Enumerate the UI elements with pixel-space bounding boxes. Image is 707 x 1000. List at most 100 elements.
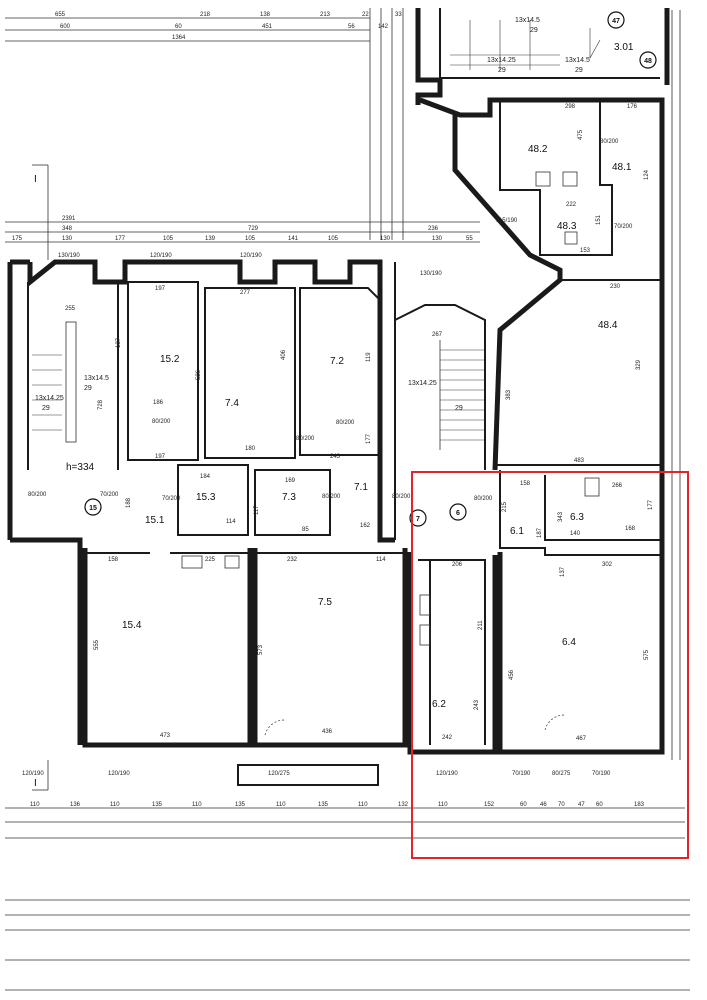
- bottom-dim-3: 110: [110, 802, 120, 808]
- dim-176: 176: [627, 104, 638, 110]
- stair-upper-1: 13x14.5: [515, 17, 540, 24]
- bottom-dimension-lines: 110 136 110 135 110 135 110 135 110 132 …: [5, 802, 690, 991]
- dim-186: 186: [153, 400, 164, 406]
- window-bottom-4: 120/190: [436, 771, 458, 777]
- dim-267: 267: [432, 332, 443, 338]
- bottom-dim-15: 70: [558, 802, 565, 808]
- dim-124: 177: [366, 433, 372, 444]
- bottom-dim-9: 110: [358, 802, 368, 808]
- dim-456: 456: [509, 669, 515, 680]
- door-6: 80/200: [474, 496, 493, 502]
- top-dim-10: 56: [348, 24, 355, 30]
- room-15-2-label: 15.2: [160, 354, 180, 365]
- dim-475: 124: [644, 169, 650, 180]
- bottom-dim-17: 60: [596, 802, 603, 808]
- bottom-dim-13: 60: [520, 802, 527, 808]
- room-6-3-label: 6.3: [570, 512, 584, 523]
- dim-168: 168: [625, 526, 636, 532]
- door-7-2: 80/200: [336, 420, 355, 426]
- dim-85: 85: [302, 527, 309, 533]
- room-7-4-label: 7.4: [225, 398, 239, 409]
- dim-467: 467: [576, 736, 587, 742]
- room-15-1-label: 15.1: [145, 515, 165, 526]
- mid-dim-2: 348: [62, 226, 73, 232]
- lower-block: 15.4 7.5 6.2 6.4 6.1 6.3 206 242 302 467…: [22, 470, 665, 786]
- dim-225: 225: [205, 557, 216, 563]
- room-15-4-label: 15.4: [122, 620, 142, 631]
- bottom-dim-5: 110: [192, 802, 202, 808]
- stair-left-1: 13x14.25: [35, 395, 64, 402]
- dim-277: 277: [240, 290, 251, 296]
- bottom-dim-18: 183: [634, 802, 645, 808]
- stair-upper-3: 13x14.25: [487, 57, 516, 64]
- right-edge-lines: [671, 10, 681, 760]
- badge-47: [607, 11, 625, 29]
- dim-215: 151: [596, 214, 602, 225]
- mid-dim-3: 729: [248, 226, 259, 232]
- door-48-1: 80/200: [600, 139, 619, 145]
- top-dim-12: 1364: [172, 35, 186, 41]
- stair-left-2: 29: [42, 405, 50, 412]
- badge-6-text: 6: [456, 510, 460, 517]
- dim-266: 266: [612, 483, 623, 489]
- badge-7: [409, 509, 427, 527]
- badge-48: [639, 51, 657, 69]
- dim-561: 329: [636, 359, 642, 370]
- bottom-dim-7: 110: [276, 802, 286, 808]
- bottom-dim-11: 110: [438, 802, 448, 808]
- room-48-4-label: 48.4: [598, 320, 618, 331]
- row-dim-1: 175: [12, 236, 23, 242]
- top-dim-4: 213: [320, 12, 331, 18]
- dim-211: 211: [478, 620, 484, 630]
- dim-555: 555: [94, 639, 100, 650]
- window-bottom-6: 80/275: [552, 771, 571, 777]
- row-dim-10: 130: [432, 236, 443, 242]
- top-dim-3: 138: [260, 12, 271, 18]
- dim-232: 232: [287, 557, 298, 563]
- badge-7-text: 7: [416, 516, 420, 523]
- stair-upper-5: 13x14.5: [565, 57, 590, 64]
- dim-162: 162: [360, 523, 371, 529]
- dim-473: 473: [160, 733, 171, 739]
- window-bottom-3: 120/275: [268, 771, 290, 777]
- row-dim-2: 130: [62, 236, 73, 242]
- dim-573: 573: [258, 644, 264, 655]
- top-dimension-lines: 655 218 138 213 22 33 600 60 451 56 142 …: [5, 8, 404, 240]
- dim-222: 475: [578, 129, 584, 140]
- stair-mid-1: 13x14.25: [408, 380, 437, 387]
- badge-47-text: 47: [612, 18, 620, 25]
- window-top-15-2: 120/190: [150, 253, 172, 259]
- dim-114: 114: [226, 519, 236, 525]
- dim-397: 383: [506, 389, 512, 400]
- dim-298: 298: [565, 104, 576, 110]
- room-48-3-label: 48.3: [557, 221, 577, 232]
- central-block: 15.2 7.4 7.2 15.3 7.3 7.1 15.1 h=334 13x…: [7, 253, 493, 745]
- room-3-01-label: 3.01: [614, 42, 634, 53]
- dim-180: 180: [245, 446, 256, 452]
- bottom-dim-1: 110: [30, 802, 40, 808]
- dim-483: 483: [574, 458, 585, 464]
- badge-15: [84, 498, 102, 516]
- room-48-1-label: 48.1: [612, 162, 632, 173]
- stair-upper-2: 29: [530, 27, 538, 34]
- window-bottom-5: 70/190: [512, 771, 531, 777]
- dim-230: 230: [610, 284, 621, 290]
- door-left-1: 80/200: [28, 492, 47, 498]
- dim-197b: 197: [155, 454, 166, 460]
- door-15-3: 70/200: [162, 496, 181, 502]
- mid-dimension-lines: 2391 348 729 236 175 130 177 105 139 105…: [5, 216, 480, 243]
- dim-177: 177: [648, 499, 654, 510]
- window-48-2: 115/190: [496, 218, 518, 224]
- upper-right-wing: 48.2 48.1 48.3 48.4 3.01 13x14.5 29 13x1…: [415, 8, 670, 471]
- top-dim-9: 451: [262, 24, 273, 30]
- dim-343: 187: [537, 527, 543, 538]
- dim-436: 436: [322, 729, 333, 735]
- dim-117: 117: [254, 505, 260, 515]
- top-dim-11: 142: [378, 24, 389, 30]
- window-bottom-1: 120/190: [22, 771, 44, 777]
- top-dim-2: 218: [200, 12, 211, 18]
- dim-243b: 243: [474, 699, 480, 710]
- stair-upper-6: 29: [575, 67, 583, 74]
- top-dim-1: 655: [55, 12, 66, 18]
- room-6-4-label: 6.4: [562, 637, 576, 648]
